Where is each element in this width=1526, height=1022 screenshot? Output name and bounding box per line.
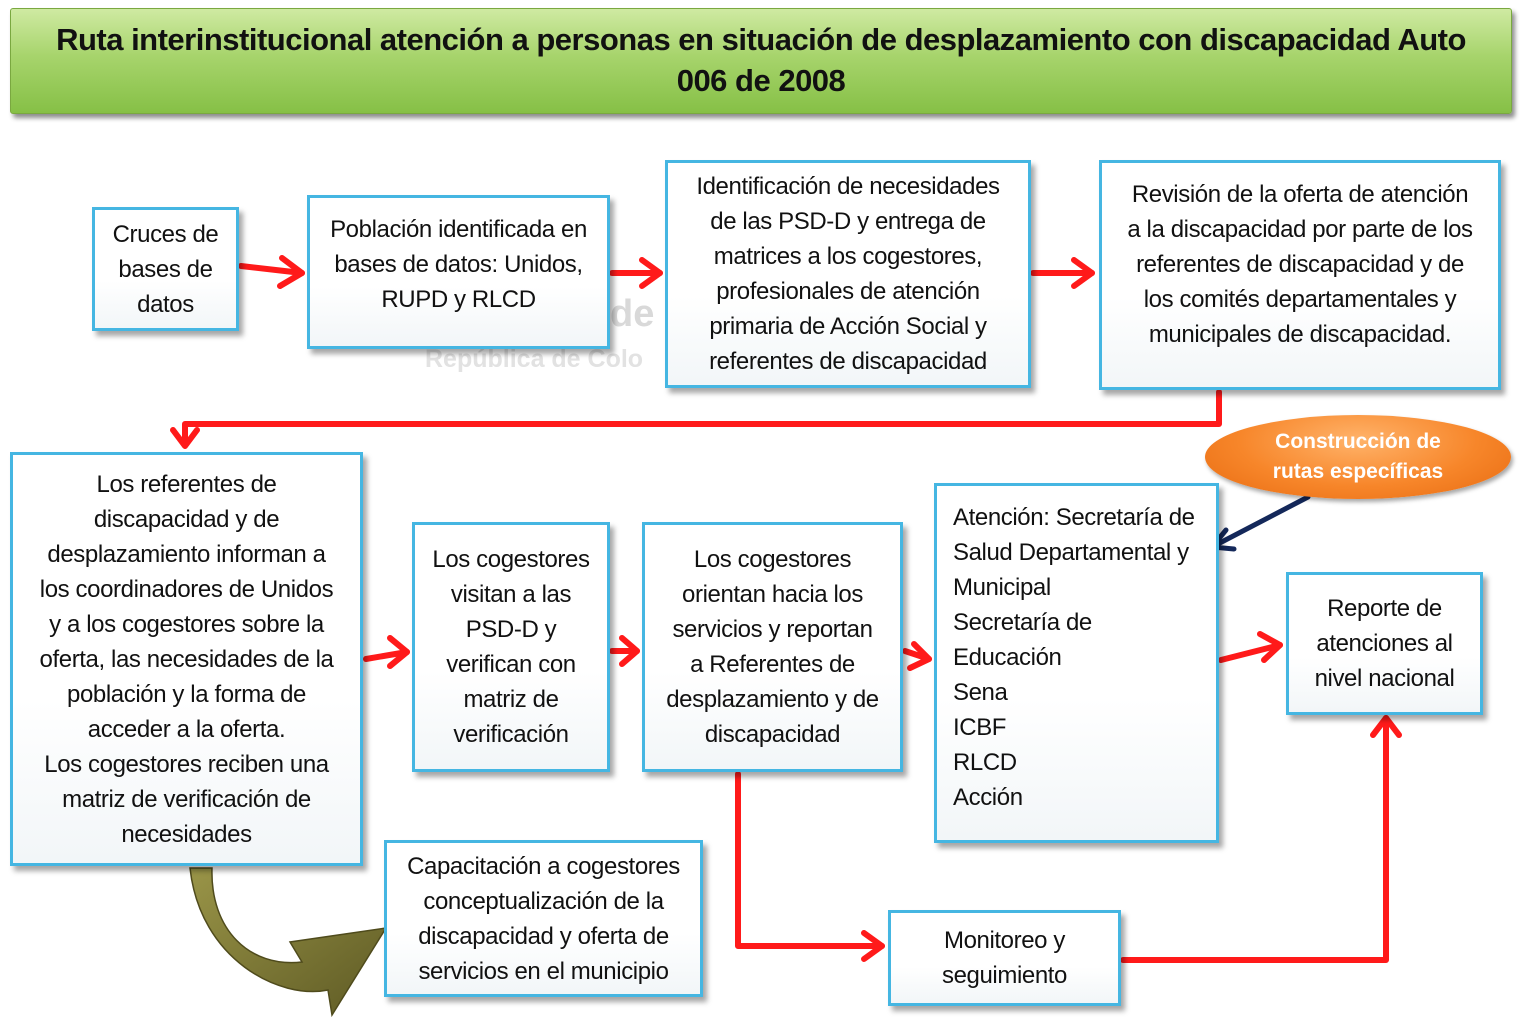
oval-construccion-rutas: Construcción de rutas específicas — [1205, 415, 1511, 499]
box-capacitacion-cogestores: Capacitación a cogestores conceptualizac… — [384, 840, 703, 997]
box-cogestores-orientan: Los cogestores orientan hacia los servic… — [642, 522, 903, 772]
arrow-orientan-to-atencion — [902, 641, 932, 671]
box-cogestores-visitan: Los cogestores visitan a las PSD-D y ver… — [412, 522, 610, 772]
box-identificacion-necesidades: Identificación de necesidades de las PSD… — [665, 160, 1031, 388]
arrow-poblacion-to-identificacion — [609, 257, 663, 289]
box-atencion-entidades: Atención: Secretaría de Salud Departamen… — [934, 483, 1219, 843]
arrow-atencion-to-reporte — [1218, 631, 1283, 663]
box-revision-oferta: Revisión de la oferta de atención a la d… — [1099, 160, 1501, 390]
box-referentes-informan: Los referentes de discapacidad y de desp… — [10, 452, 363, 866]
arrow-visitan-to-orientan — [609, 635, 640, 667]
arrow-revision-to-referentes — [170, 389, 1222, 449]
watermark-text: República de Colo — [425, 345, 644, 373]
box-monitoreo-seguimiento: Monitoreo y seguimiento — [888, 910, 1121, 1006]
box-reporte-nacional: Reporte de atenciones al nivel nacional — [1286, 572, 1483, 715]
title-banner: Ruta interinstitucional atención a perso… — [10, 8, 1512, 114]
watermark-text: de — [610, 293, 655, 335]
arrow-orientan-to-monitoreo — [735, 771, 885, 962]
curved-arrow-referentes-to-capacitacion — [189, 867, 388, 1018]
box-cruces-de-datos: Cruces de bases de datos — [92, 207, 239, 331]
arrow-cruces-to-poblacion — [238, 255, 305, 289]
arrow-oval-to-atencion — [1207, 494, 1311, 552]
arrow-identificacion-to-revision — [1030, 257, 1095, 289]
arrow-monitoreo-to-reporte — [1120, 715, 1402, 963]
box-poblacion-identificada: Población identificada en bases de datos… — [307, 195, 610, 349]
arrow-referentes-to-visitan — [363, 635, 410, 669]
diagram-title: Ruta interinstitucional atención a perso… — [56, 22, 1466, 98]
